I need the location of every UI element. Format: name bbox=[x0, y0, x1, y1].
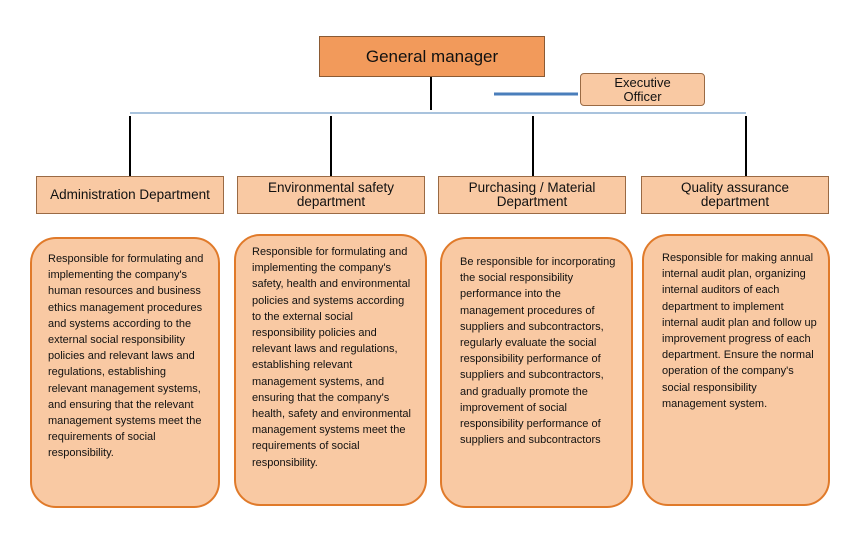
administration-description-box: Responsible for formulating and implemen… bbox=[30, 237, 220, 508]
quality-assurance-description-box: Responsible for making annual internal a… bbox=[642, 234, 830, 506]
general-manager-box: General manager bbox=[319, 36, 545, 77]
executive-officer-box: Executive Officer bbox=[580, 73, 705, 106]
department-name: Purchasing / Material Department bbox=[468, 179, 596, 209]
department-description: Responsible for making annual internal a… bbox=[662, 252, 817, 410]
environmental-safety-department-box: Environmental safety department bbox=[237, 176, 425, 214]
purchasing-material-department-box: Purchasing / Material Department bbox=[438, 176, 626, 214]
department-name: Quality assurance department bbox=[680, 179, 790, 209]
department-name: Administration Department bbox=[50, 186, 210, 202]
administration-department-box: Administration Department bbox=[36, 176, 224, 214]
executive-officer-label: Executive Officer bbox=[614, 74, 671, 104]
general-manager-label: General manager bbox=[365, 46, 499, 66]
quality-assurance-department-box: Quality assurance department bbox=[641, 176, 829, 214]
purchasing-material-description-box: Be responsible for incorporating the soc… bbox=[440, 237, 633, 508]
department-name: Environmental safety department bbox=[267, 179, 395, 209]
department-description: Be responsible for incorporating the soc… bbox=[460, 256, 616, 447]
department-description: Responsible for formulating and implemen… bbox=[252, 246, 411, 469]
department-description: Responsible for formulating and implemen… bbox=[48, 253, 204, 460]
environmental-safety-description-box: Responsible for formulating and implemen… bbox=[234, 234, 427, 506]
